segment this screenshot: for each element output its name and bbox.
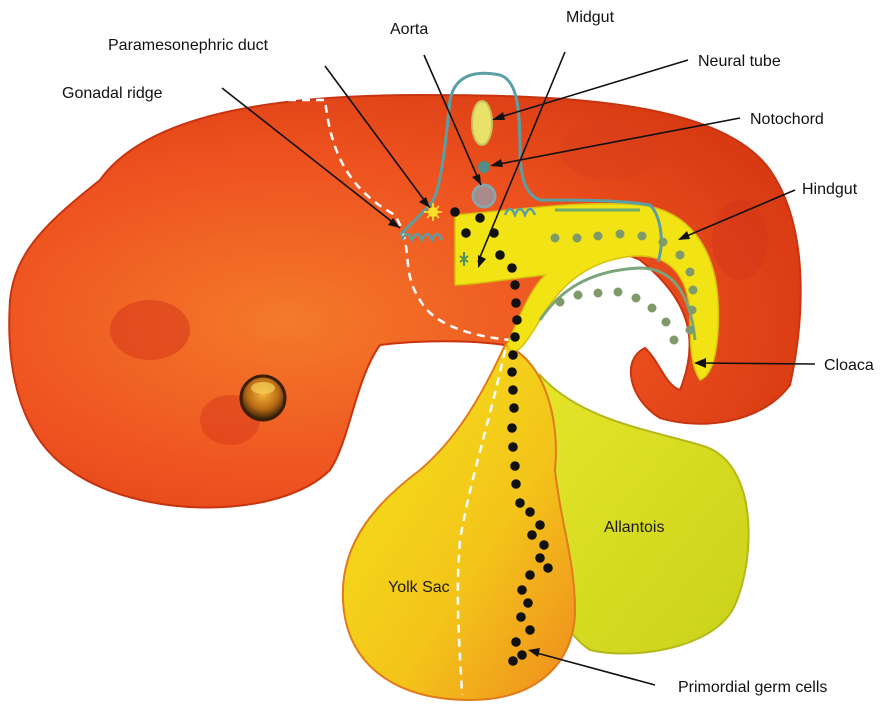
germ-cell — [517, 585, 527, 595]
eye-highlight — [251, 382, 275, 394]
gut-dot — [686, 268, 695, 277]
gut-dot — [659, 238, 668, 247]
gut-dot — [662, 318, 671, 327]
germ-cell — [510, 280, 520, 290]
germ-cell — [517, 650, 527, 660]
label-yolk-sac: Yolk Sac — [388, 579, 450, 596]
gut-dot — [616, 230, 625, 239]
label-midgut: Midgut — [566, 9, 615, 26]
germ-cell — [507, 423, 517, 433]
body-shading — [110, 300, 190, 360]
germ-cell — [508, 442, 518, 452]
germ-cell — [543, 563, 553, 573]
label-cloaca: Cloaca — [824, 357, 874, 374]
germ-cell — [511, 637, 521, 647]
label-aorta: Aorta — [390, 21, 428, 38]
germ-cell — [535, 520, 545, 530]
germ-cell — [461, 228, 471, 238]
aorta-shape — [473, 185, 495, 207]
label-neural-tube: Neural tube — [698, 53, 781, 70]
gut-dot — [686, 326, 695, 335]
germ-cell — [508, 385, 518, 395]
label-allantois: Allantois — [604, 519, 664, 536]
germ-cell — [475, 213, 485, 223]
gut-dot — [670, 336, 679, 345]
gut-dot — [638, 232, 647, 241]
germ-cell — [515, 498, 525, 508]
label-gonadal-ridge: Gonadal ridge — [62, 85, 163, 102]
germ-cell — [510, 461, 520, 471]
gut-dot — [614, 288, 623, 297]
germ-cell — [539, 540, 549, 550]
germ-cell — [509, 403, 519, 413]
germ-cell — [495, 250, 505, 260]
germ-cell — [507, 367, 517, 377]
gut-dot — [556, 298, 565, 307]
germ-cell — [511, 298, 521, 308]
cloaca-pointer — [700, 363, 815, 364]
germ-cell — [507, 263, 517, 273]
germ-cell — [516, 612, 526, 622]
germ-cell — [511, 479, 521, 489]
germ-cell — [525, 625, 535, 635]
gut-dot — [594, 289, 603, 298]
germ-cell — [523, 598, 533, 608]
label-paramesonephric-duct: Paramesonephric duct — [108, 37, 269, 54]
germ-cell — [508, 656, 518, 666]
gut-dot — [688, 306, 697, 315]
germ-cell — [512, 315, 522, 325]
body-shading — [712, 200, 768, 280]
neural-tube-shape — [472, 101, 492, 145]
germ-cell — [535, 553, 545, 563]
label-primordial-germ-cells: Primordial germ cells — [678, 679, 827, 696]
gut-dot — [594, 232, 603, 241]
germ-cell — [508, 350, 518, 360]
germ-cell — [527, 530, 537, 540]
gut-dot — [689, 286, 698, 295]
gut-dot — [573, 234, 582, 243]
gut-dot — [574, 291, 583, 300]
notochord-shape — [478, 161, 490, 173]
germ-cell — [525, 570, 535, 580]
gut-dot — [551, 234, 560, 243]
label-notochord: Notochord — [750, 111, 824, 128]
germ-cell — [525, 507, 535, 517]
gut-dot — [648, 304, 657, 313]
label-hindgut: Hindgut — [802, 181, 858, 198]
gut-dot — [676, 251, 685, 260]
germ-cell — [450, 207, 460, 217]
germ-cell — [510, 332, 520, 342]
gut-dot — [632, 294, 641, 303]
